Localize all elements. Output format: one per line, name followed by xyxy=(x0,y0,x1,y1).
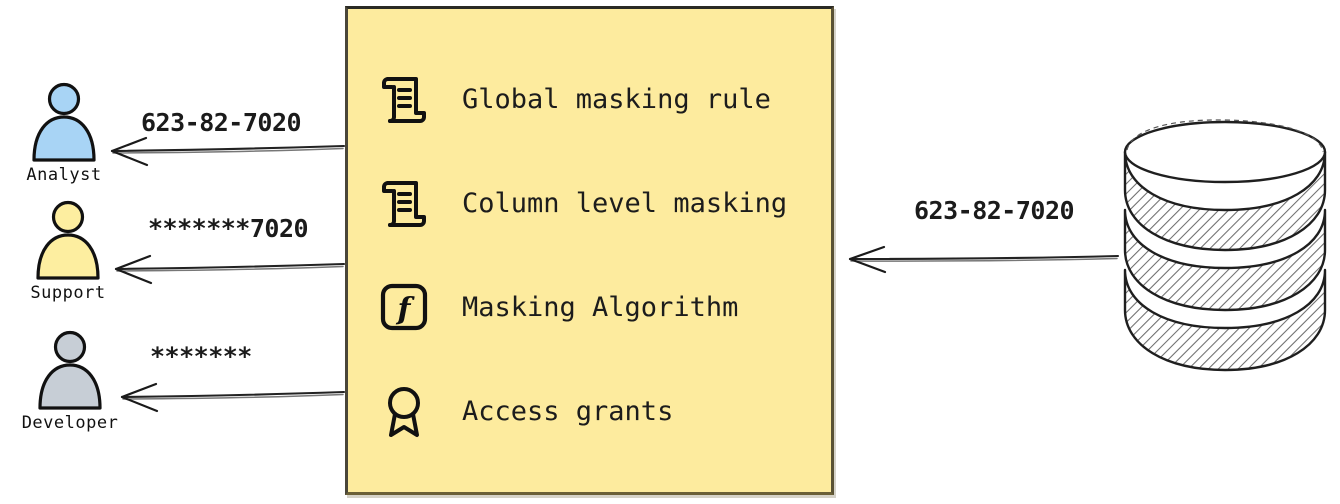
actor-label-analyst: Analyst xyxy=(26,165,102,185)
arrow-to-developer xyxy=(120,382,346,413)
arrow-caption-database: 623-82-7020 xyxy=(914,196,1075,225)
actor-label-developer: Developer xyxy=(21,413,119,433)
policy-label: Masking Algorithm xyxy=(462,291,739,323)
arrow-caption-analyst: 623-82-7020 xyxy=(141,108,302,137)
person-icon xyxy=(24,82,104,164)
policy-label: Access grants xyxy=(462,395,674,427)
arrow-to-analyst xyxy=(110,136,346,167)
award-ribbon-icon xyxy=(376,383,432,439)
actor-support[interactable]: Support xyxy=(8,200,128,303)
scroll-icon xyxy=(376,175,432,231)
person-icon xyxy=(30,330,110,412)
policy-label: Column level masking xyxy=(462,187,788,219)
policy-card: Global masking rule Column level masking xyxy=(345,6,834,495)
function-icon: f xyxy=(376,279,432,335)
actor-analyst[interactable]: Analyst xyxy=(4,82,124,185)
arrow-caption-support: *******7020 xyxy=(148,214,309,243)
arrow-to-support xyxy=(114,254,346,285)
scroll-icon xyxy=(376,71,432,127)
person-icon xyxy=(28,200,108,282)
arrow-caption-developer: ******* xyxy=(150,342,252,371)
svg-text:f: f xyxy=(396,292,416,327)
policy-item-access-grants[interactable]: Access grants xyxy=(376,359,821,463)
policy-item-column-level-masking[interactable]: Column level masking xyxy=(376,151,821,255)
database-cylinder-icon xyxy=(1123,119,1327,372)
policy-item-masking-algorithm[interactable]: f Masking Algorithm xyxy=(376,255,821,359)
arrow-database-to-card xyxy=(848,245,1120,274)
policy-item-global-masking-rule[interactable]: Global masking rule xyxy=(376,47,821,151)
policy-label: Global masking rule xyxy=(462,83,771,115)
actor-developer[interactable]: Developer xyxy=(10,330,130,433)
policy-list: Global masking rule Column level masking xyxy=(376,47,821,463)
actor-label-support: Support xyxy=(30,283,106,303)
